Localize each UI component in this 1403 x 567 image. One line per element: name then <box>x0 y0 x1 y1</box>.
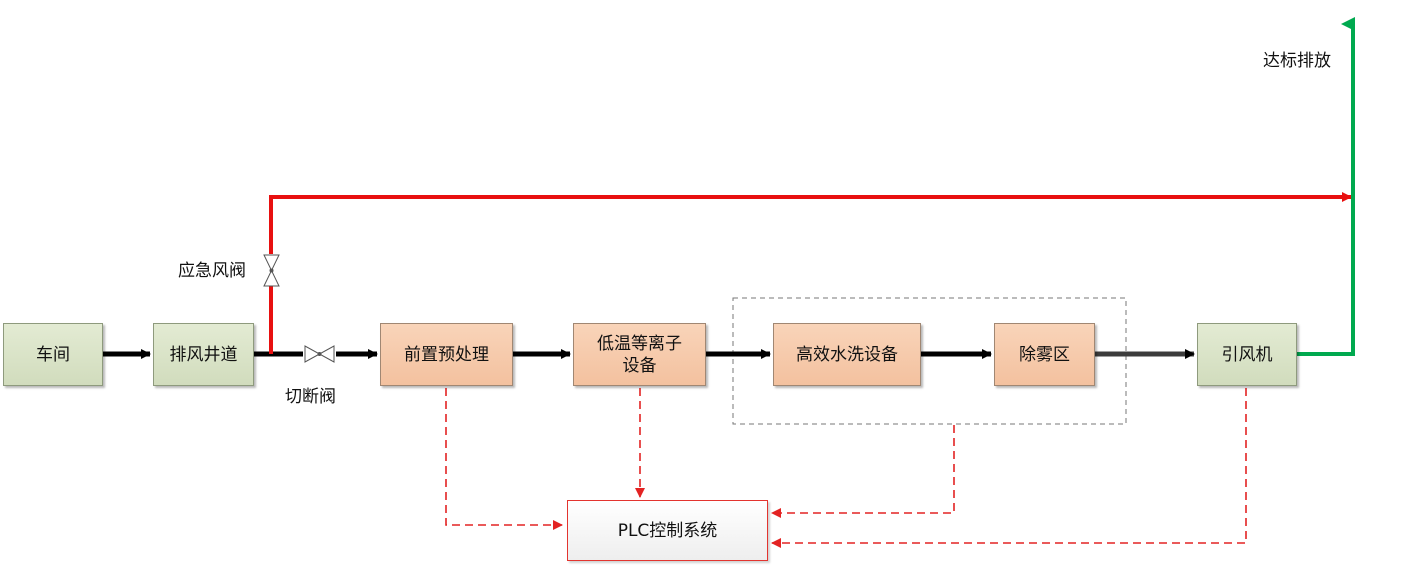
node-pretreatment: 前置预处理 <box>380 323 513 386</box>
emergency-valve-icon[interactable] <box>263 254 281 287</box>
node-exhaust-shaft-label: 排风井道 <box>169 344 238 365</box>
signal-pretreat-to-plc <box>445 388 563 530</box>
bypass-flow-line <box>269 192 1352 354</box>
node-exhaust-shaft: 排风井道 <box>153 323 254 386</box>
wash-group-frame <box>732 297 1127 425</box>
discharge-label: 达标排放 <box>1263 51 1331 71</box>
node-fan: 引风机 <box>1197 323 1297 386</box>
node-pretreatment-label: 前置预处理 <box>404 344 489 365</box>
signal-wash-group-to-plc <box>771 425 955 518</box>
node-water-wash: 高效水洗设备 <box>773 323 921 386</box>
node-fan-label: 引风机 <box>1221 344 1273 365</box>
discharge-flow-line <box>1278 17 1355 356</box>
node-plasma-label-2: 设备 <box>622 355 657 376</box>
shutoff-valve-icon[interactable] <box>304 345 335 363</box>
node-plc-label: PLC控制系统 <box>617 520 718 541</box>
node-workshop: 车间 <box>3 323 103 386</box>
emergency-valve-label: 应急风阀 <box>178 261 246 281</box>
shutoff-valve-label: 切断阀 <box>285 387 336 407</box>
node-workshop-label: 车间 <box>36 344 70 365</box>
node-demister-label: 除雾区 <box>1019 344 1070 365</box>
node-plc-control: PLC控制系统 <box>567 500 768 561</box>
signal-fan-to-plc <box>771 388 1247 548</box>
node-water-wash-label: 高效水洗设备 <box>796 344 898 365</box>
node-plasma-device: 低温等离子 设备 <box>573 323 706 386</box>
node-plasma-label-1: 低温等离子 <box>597 333 682 354</box>
node-demister: 除雾区 <box>994 323 1095 386</box>
